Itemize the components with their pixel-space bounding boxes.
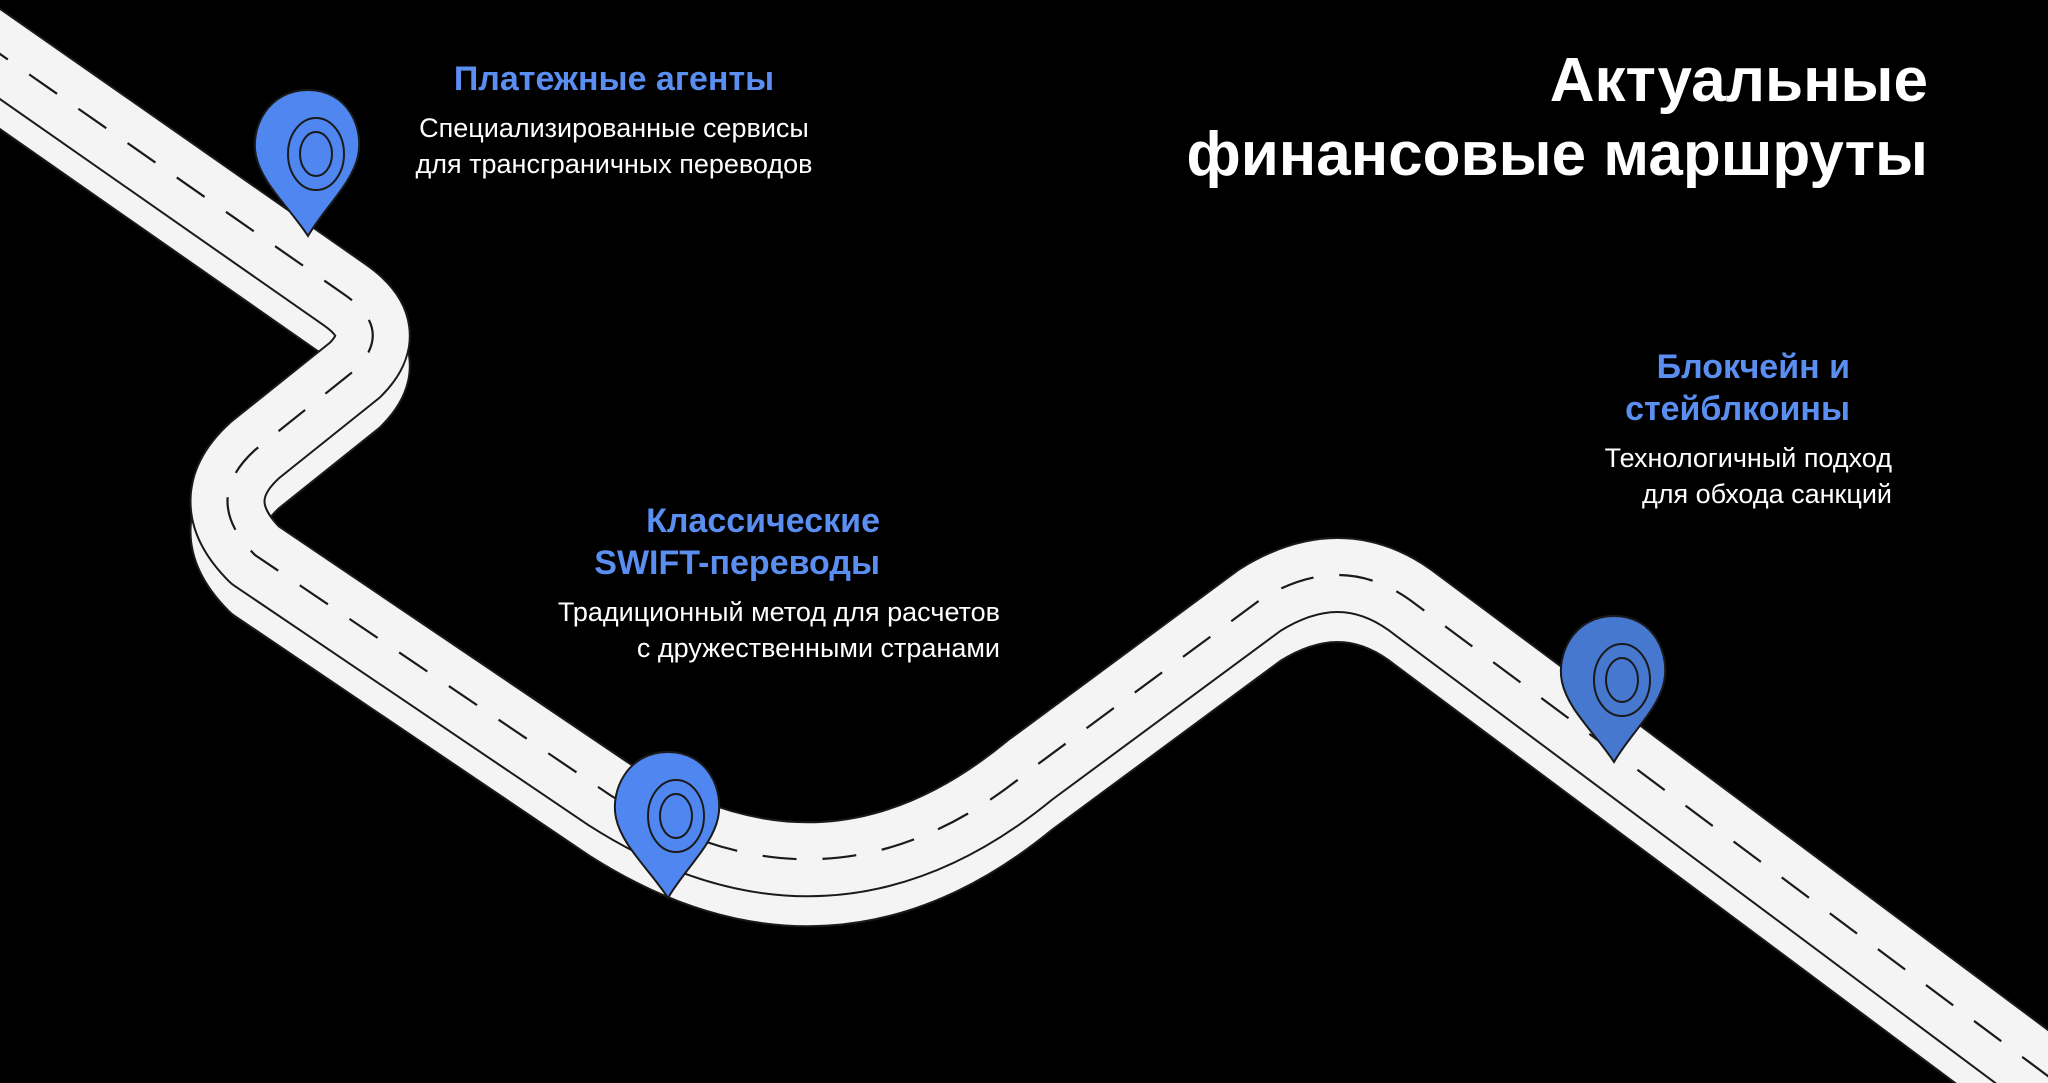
route-block-swift: Классические SWIFT-переводы Традиционный… [486,500,1000,666]
page-title: Актуальные финансовые маршруты [1186,44,1928,192]
route-description-line: Специализированные сервисы [419,113,809,143]
route-description-line: для трансграничных переводов [415,149,813,179]
location-pin-icon [253,88,361,238]
route-description-line: для обхода санкций [1642,479,1892,509]
route-description: Традиционный метод для расчетов с дружес… [486,594,1000,666]
route-heading-line: SWIFT-переводы [594,544,880,582]
route-heading-line: Платежные агенты [453,60,775,98]
location-pin-icon [613,750,721,900]
location-pin-icon [1559,614,1667,764]
route-heading: Блокчейн и стейблкоины [1540,346,1850,430]
route-block-blockchain: Блокчейн и стейблкоины Технологичный под… [1540,346,1892,512]
route-heading: Классические SWIFT-переводы [486,500,880,584]
route-heading-line: стейблкоины [1625,390,1850,428]
page-title-line-2: финансовые маршруты [1186,120,1928,189]
route-description: Технологичный подход для обхода санкций [1540,440,1892,512]
route-heading: Платежные агенты [398,58,830,100]
route-heading-line: Блокчейн и [1656,348,1850,386]
route-description-line: с дружественными странами [636,633,1000,663]
page-title-line-1: Актуальные [1549,46,1928,115]
route-block-payment-agents: Платежные агенты Специализированные серв… [398,58,830,182]
route-heading-line: Классические [646,502,880,540]
route-description-line: Технологичный подход [1604,443,1892,473]
route-description: Специализированные сервисы для трансгран… [398,110,830,182]
route-description-line: Традиционный метод для расчетов [557,597,1000,627]
